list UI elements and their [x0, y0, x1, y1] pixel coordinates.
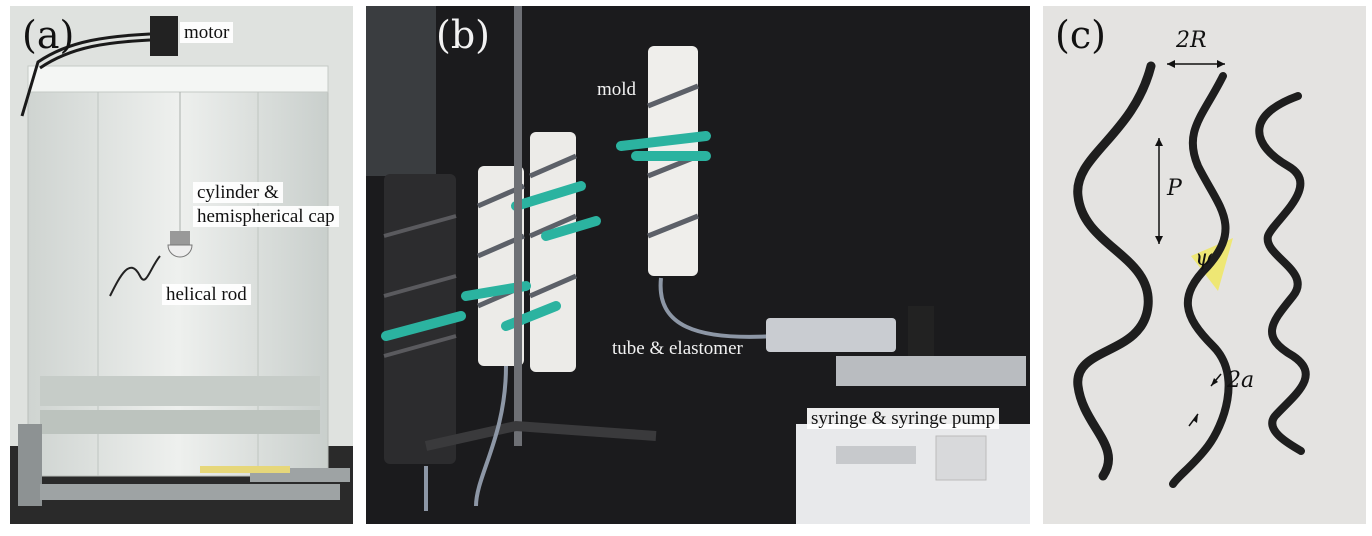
- mold-label: mold: [597, 79, 637, 100]
- tube-label: tube & elastomer: [612, 338, 743, 359]
- panel-c: (c) 2R P ψ 2a: [1043, 6, 1366, 524]
- panel-b-tag: (b): [436, 13, 490, 57]
- panel-a: (a) motor cylinder & hemispherical cap h…: [10, 6, 353, 524]
- angle-label: ψ: [1195, 246, 1213, 271]
- panel-c-tag: (c): [1055, 13, 1106, 57]
- helical-rod-label: helical rod: [162, 284, 251, 305]
- pitch-label: P: [1167, 176, 1182, 201]
- panel-c-photo: [1043, 6, 1366, 524]
- cylinder-label-line2: hemispherical cap: [193, 206, 339, 227]
- panel-b: (b) mold tube & elastomer syringe & syri…: [366, 6, 1030, 524]
- motor-label: motor: [180, 22, 234, 43]
- panel-b-photo: [366, 6, 1030, 524]
- panel-a-photo: [10, 6, 353, 524]
- panel-a-tag: (a): [22, 13, 75, 57]
- thickness-label: 2a: [1227, 368, 1255, 393]
- syringe-label: syringe & syringe pump: [807, 408, 1000, 429]
- radius-label: 2R: [1176, 28, 1207, 53]
- cylinder-label-line1: cylinder &: [193, 182, 283, 203]
